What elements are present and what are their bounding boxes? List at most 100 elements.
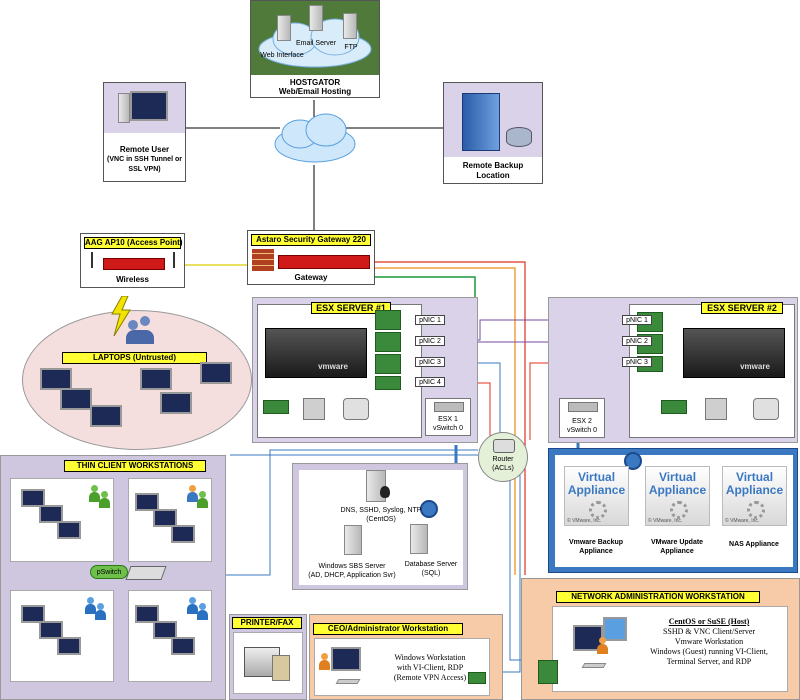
laptops-title: LAPTOPS (Untrusted)	[62, 352, 207, 364]
netadmin-title: NETWORK ADMINISTRATION WORKSTATION	[556, 591, 760, 603]
appliance-3-title: Virtual Appliance	[725, 470, 784, 497]
esx2-panel: ESX SERVER #2 vmware ESX 2 vSwitch 0	[548, 297, 798, 443]
laptop-icon-6	[200, 362, 232, 384]
router: Router (ACLs)	[478, 432, 528, 482]
printer-inner	[233, 632, 303, 694]
esx1-disk-icon	[343, 398, 369, 420]
remote-backup-line2: Location	[476, 171, 510, 180]
ftp-server-icon	[343, 13, 357, 39]
ceo-line2: with VI-Client, RDP	[396, 663, 464, 672]
netadmin-inner: CentOS or SuSE (Host) SSHD & VNC Client/…	[552, 606, 788, 692]
esx2-server-icon	[683, 328, 785, 378]
remote-user-line2: (VNC in SSH Tunnel or	[107, 156, 182, 163]
ceo-monitor-icon	[331, 647, 361, 671]
appliance-1-copyright: © VMware, Inc.	[567, 518, 602, 524]
appliance-2-title: Virtual Appliance	[648, 470, 707, 497]
remote-backup-line1: Remote Backup	[462, 161, 524, 170]
esx1-cpu-icon	[303, 398, 325, 420]
remote-user-line3: SSL VPN)	[128, 166, 161, 173]
esx2-vswitch-line2: vSwitch 0	[567, 427, 597, 434]
laptop-icon-1	[40, 368, 72, 390]
appliance-1-gear-icon	[589, 501, 607, 519]
appliance-3-copyright: © VMware, Inc.	[725, 518, 760, 524]
esx2-vswitch: ESX 2 vSwitch 0	[559, 398, 605, 438]
email-server-icon	[309, 5, 323, 31]
lightning-icon	[111, 296, 131, 336]
appliance-2-gear-icon	[670, 501, 688, 519]
db-server-icon	[410, 524, 428, 554]
thin-client-monitor-4b	[153, 621, 177, 639]
user-icon-1	[89, 485, 100, 502]
thin-client-monitor-2c	[171, 525, 195, 543]
access-point-title: AAG AP10 (Access Point)	[84, 237, 183, 249]
netadmin-keyboard-icon	[581, 663, 607, 668]
thin-client-monitor-1a	[21, 489, 45, 507]
user-icon-4	[197, 491, 208, 508]
esx1-nic-card-4	[375, 376, 401, 390]
linux-penguin-icon	[380, 486, 390, 498]
pswitch-icon	[125, 566, 167, 580]
hostgator-subtitle: Web/Email Hosting	[278, 87, 352, 96]
netadmin-line2: SSHD & VNC Client/Server	[662, 627, 756, 636]
internet-cloud-icon	[274, 113, 356, 163]
esx1-vswitch-icon	[434, 402, 464, 412]
appliance-card-3: Virtual Appliance © VMware, Inc.	[722, 466, 787, 526]
laptop-icon-4	[140, 368, 172, 390]
esx2-title: ESX SERVER #2	[701, 302, 783, 314]
appliance-1-caption1: Vmware Backup	[568, 539, 624, 546]
access-point-box: AAG AP10 (Access Point) Wireless	[80, 233, 185, 288]
thin-client-monitor-1c	[57, 521, 81, 539]
esx1-pnic-1: pNIC 1	[415, 315, 445, 325]
ceo-keyboard-icon	[335, 679, 361, 684]
sbs-line1: Windows SBS Server	[318, 563, 386, 570]
netadmin-user-icon	[597, 637, 608, 654]
pc-tower-icon	[118, 93, 130, 123]
appliance-1-title: Virtual Appliance	[567, 470, 626, 497]
sbs-line2: (AD, DHCP, Application Svr)	[308, 572, 396, 579]
firewall-icon	[252, 249, 274, 271]
esx2-cpu-icon	[705, 398, 727, 420]
esx1-title: ESX SERVER #1	[311, 302, 391, 314]
netadmin-nic-card-icon	[538, 660, 558, 684]
appliance-3-gear-icon	[747, 501, 765, 519]
esx1-vswitch: ESX 1 vSwitch 0	[425, 398, 471, 436]
router-icon	[493, 439, 515, 453]
laptop-icon-5	[160, 392, 192, 414]
antenna-right-icon	[173, 252, 175, 268]
router-line1: Router	[492, 456, 514, 463]
user-icon-6	[95, 603, 106, 620]
appliance-2-copyright: © VMware, Inc.	[648, 518, 683, 524]
thin-client-monitor-2a	[135, 493, 159, 511]
remote-user-line1: Remote User	[119, 145, 170, 154]
thin-clients-title: THIN CLIENT WORKSTATIONS	[64, 460, 206, 472]
esx1-pnic-3: pNIC 3	[415, 357, 445, 367]
esx1-nic-card-3	[375, 354, 401, 374]
building-icon	[462, 93, 500, 151]
printer-title: PRINTER/FAX	[232, 617, 302, 629]
thin-client-monitor-3b	[39, 621, 63, 639]
remote-backup-box: Remote Backup Location	[443, 82, 543, 184]
web-server-icon	[277, 15, 291, 41]
antenna-left-icon	[91, 252, 93, 268]
thin-client-monitor-4c	[171, 637, 195, 655]
gateway-title: Astaro Security Gateway 220	[251, 234, 371, 246]
user-icon-5	[85, 597, 96, 614]
sbs-server-icon	[344, 525, 362, 555]
email-server-label: Email Server	[295, 40, 337, 47]
wireless-router-icon	[103, 258, 165, 270]
netadmin-line3: Vmware Workstation	[674, 637, 744, 646]
router-line2: (ACLs)	[492, 465, 514, 472]
esx2-vswitch-line1: ESX 2	[572, 418, 592, 425]
appliance-card-2: Virtual Appliance © VMware, Inc.	[645, 466, 710, 526]
netadmin-monitor-icon-2	[603, 617, 627, 641]
esx1-vswitch-line1: ESX 1	[438, 416, 458, 423]
ceo-line1: Windows Workstation	[394, 653, 466, 662]
laptop-icon-3	[90, 405, 122, 427]
esx2-pnic-1: pNIC 1	[622, 315, 652, 325]
esx2-vswitch-icon	[568, 402, 598, 412]
pswitch-label: pSwitch	[96, 569, 122, 576]
gateway-label: Gateway	[294, 273, 328, 282]
thin-client-group-3	[10, 590, 114, 682]
netadmin-line1: CentOS or SuSE (Host)	[668, 617, 750, 626]
appliance-1-caption2: Appliance	[579, 548, 613, 555]
